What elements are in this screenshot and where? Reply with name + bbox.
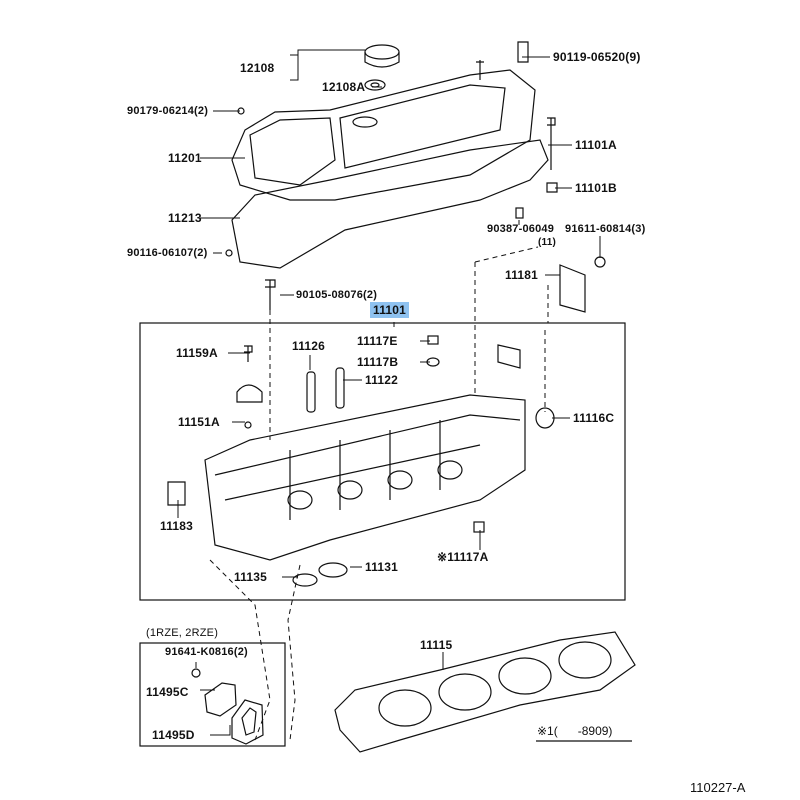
part-label-11101-selected[interactable]: 11101: [370, 302, 410, 318]
part-label-11115[interactable]: 11115: [420, 638, 453, 652]
oil-filler-cap-illustration: [364, 44, 400, 91]
part-label-90179-06214[interactable]: 90179-06214(2): [127, 105, 209, 117]
part-label-11117e[interactable]: 11117E: [357, 334, 398, 348]
footnote-production-date: ※1( -8909): [537, 724, 613, 738]
part-label-11117a[interactable]: ※11117A: [437, 550, 489, 564]
part-label-11159a[interactable]: 11159A: [176, 346, 218, 360]
cylinder-head-frame: [139, 322, 626, 601]
part-label-11135[interactable]: 11135: [234, 570, 268, 584]
part-label-11116c[interactable]: 11116C: [573, 411, 615, 425]
part-label-91641-k0816[interactable]: 91641-K0816(2): [165, 646, 248, 658]
part-label-11213[interactable]: 11213: [168, 211, 202, 225]
part-label-90387-06049[interactable]: 90387-06049: [487, 223, 555, 235]
part-label-11201[interactable]: 11201: [168, 151, 202, 165]
part-label-11131[interactable]: 11131: [365, 560, 399, 574]
part-label-11122[interactable]: 11122: [365, 373, 399, 387]
part-label-11126[interactable]: 11126: [292, 339, 326, 353]
leader-lines: [177, 49, 601, 736]
part-label-11495c[interactable]: 11495C: [146, 685, 189, 699]
part-label-11101b[interactable]: 11101B: [575, 181, 617, 195]
engine-variant-note: (1RZE, 2RZE): [146, 627, 219, 639]
part-quantity-note: (11): [538, 237, 557, 248]
bracket-illustration: [559, 264, 586, 313]
dashed-guides: [209, 246, 549, 741]
cylinder-head-illustration: [204, 394, 526, 561]
head-cover-gasket-illustration: [231, 139, 549, 269]
part-label-11495d[interactable]: 11495D: [152, 728, 195, 742]
part-label-91611-60814[interactable]: 91611-60814(3): [565, 223, 646, 235]
cylinder-head-cover-illustration: [231, 41, 536, 201]
variant-frame: [139, 642, 286, 747]
part-label-12108a[interactable]: 12108A: [322, 80, 366, 94]
water-hole-cover-illustration: [191, 668, 264, 745]
part-label-90116-06107[interactable]: 90116-06107(2): [127, 247, 208, 259]
figure-code: 110227-A: [690, 780, 746, 795]
cylinder-head-small-parts: [167, 344, 555, 587]
part-label-11101a[interactable]: 11101A: [575, 138, 617, 152]
bolt-illustrations: [225, 117, 606, 533]
part-label-90119-06520[interactable]: 90119-06520(9): [553, 50, 641, 64]
part-label-11117b[interactable]: 11117B: [357, 355, 399, 369]
part-label-11151a[interactable]: 11151A: [178, 415, 220, 429]
part-label-90105-08076[interactable]: 90105-08076(2): [296, 289, 378, 301]
part-label-11183[interactable]: 11183: [160, 519, 194, 533]
cylinder-head-gasket-illustration: [334, 631, 636, 753]
part-label-12108[interactable]: 12108: [240, 61, 275, 75]
part-label-11181[interactable]: 11181: [505, 268, 539, 282]
